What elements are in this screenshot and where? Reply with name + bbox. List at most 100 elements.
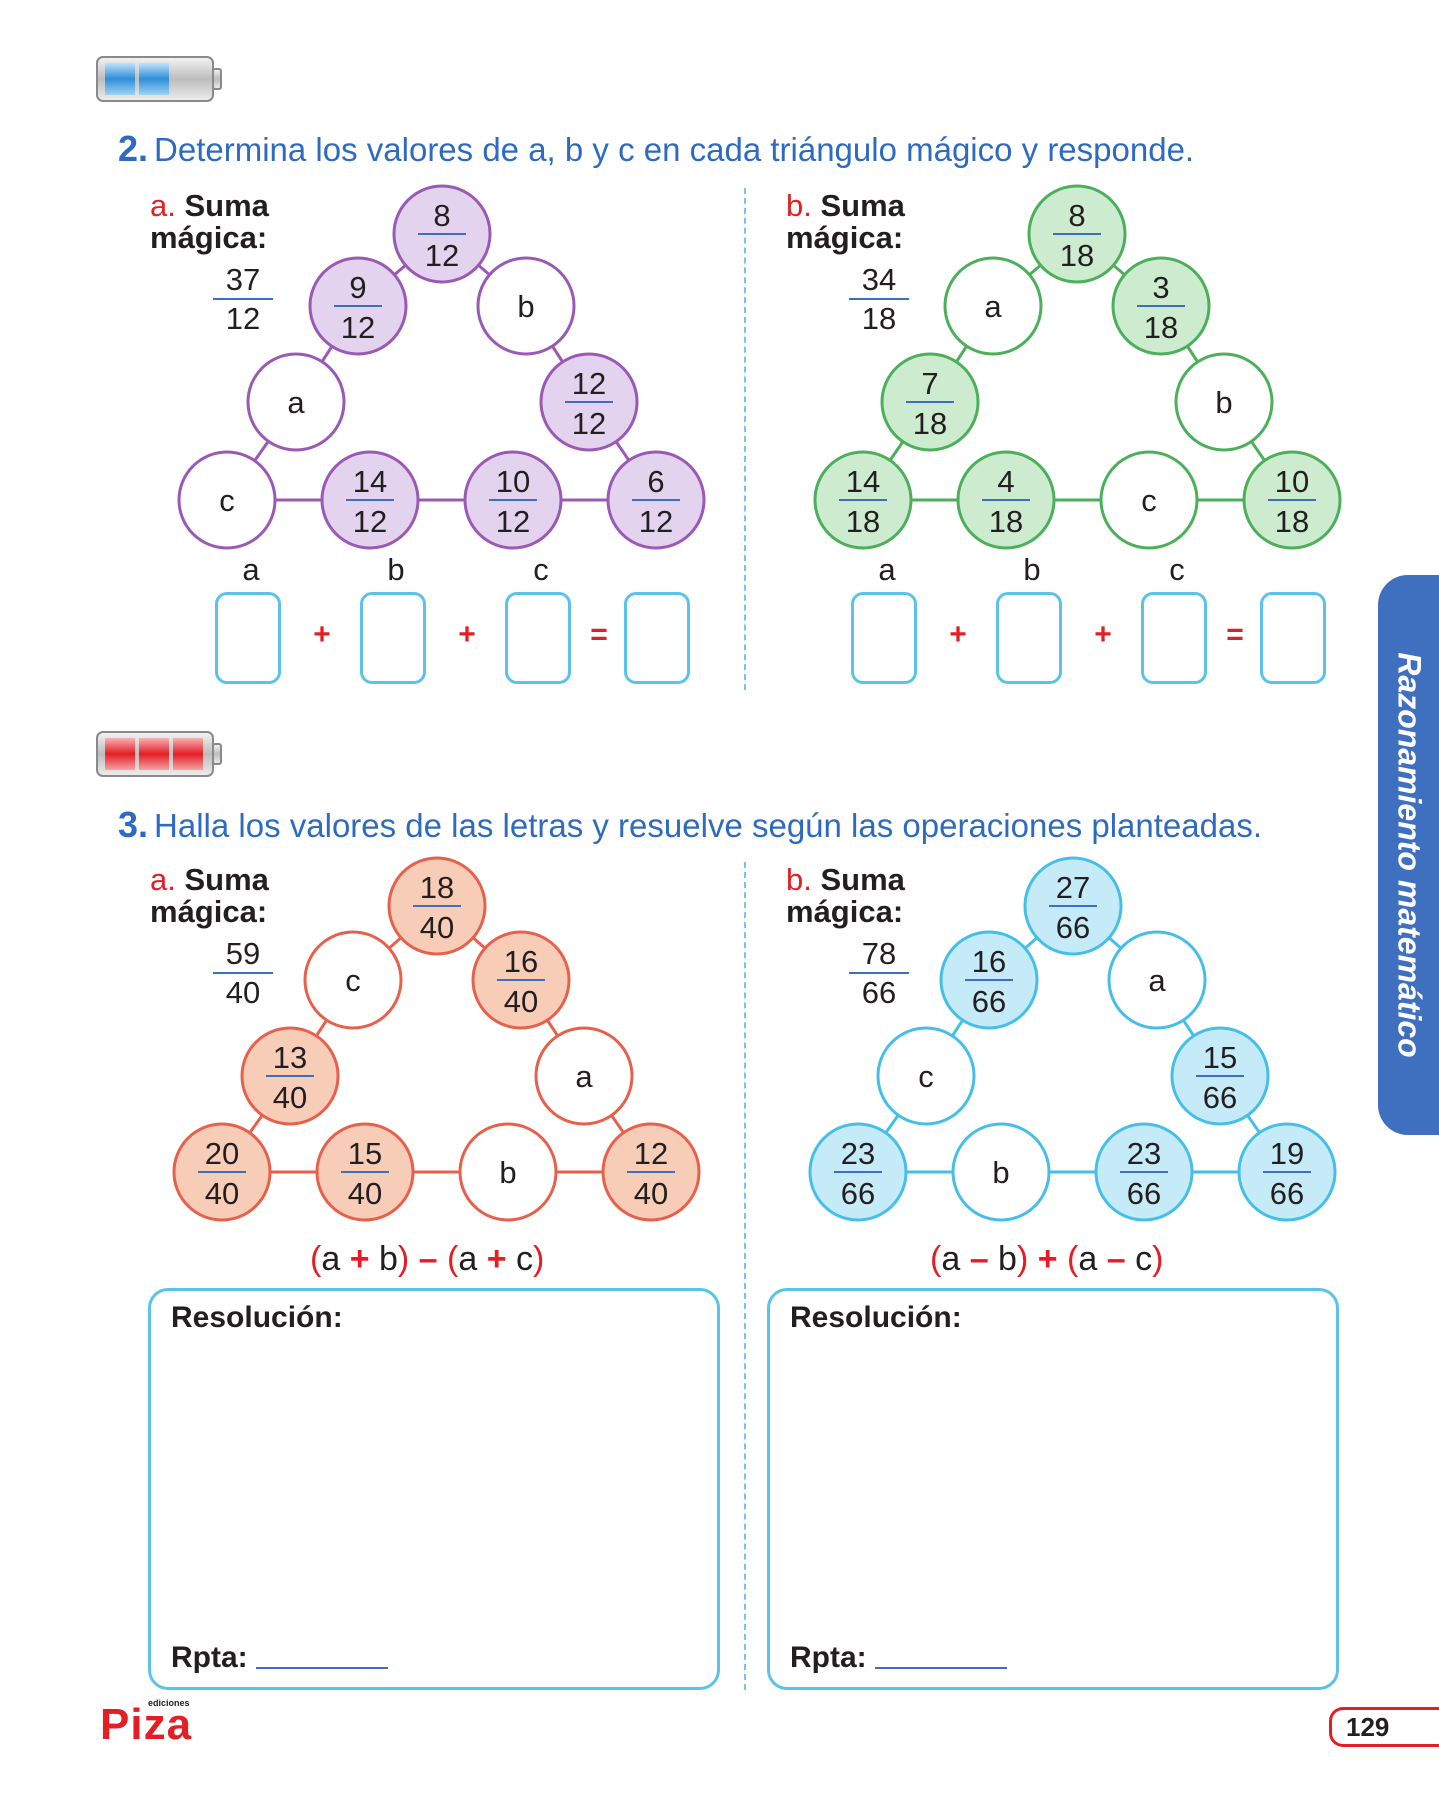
svg-text:66: 66 — [972, 984, 1006, 1019]
label-3a: a. Suma mágica: — [150, 862, 269, 929]
unknown-node-c: c — [303, 930, 403, 1030]
answer-box-c[interactable] — [505, 592, 571, 684]
expression-3a: (a + b) – (a + c) — [310, 1240, 545, 1278]
svg-text:20: 20 — [205, 1136, 239, 1171]
unknown-node-a: a — [943, 256, 1043, 356]
svg-text:12: 12 — [341, 310, 375, 345]
exercise-number: 2. — [118, 128, 149, 169]
svg-text:18: 18 — [1060, 238, 1094, 273]
svg-text:15: 15 — [1203, 1040, 1237, 1075]
svg-text:4: 4 — [997, 464, 1014, 499]
resolution-title: Resolución: — [171, 1301, 343, 1334]
svg-text:23: 23 — [841, 1136, 875, 1171]
section-side-tab: Razonamiento matemático — [1378, 575, 1439, 1135]
answer-head: b — [1023, 552, 1041, 587]
answer-label: Rpta: — [790, 1641, 867, 1674]
svg-text:40: 40 — [634, 1176, 668, 1211]
plus-sign: + — [458, 618, 476, 651]
resolution-box-3b[interactable]: Resolución: Rpta: — [767, 1288, 1339, 1690]
equals-sign: = — [590, 618, 608, 651]
expression-3b: (a – b) + (a – c) — [930, 1240, 1164, 1278]
svg-text:40: 40 — [205, 1176, 239, 1211]
answer-box-total[interactable] — [1260, 592, 1326, 684]
svg-text:18: 18 — [989, 504, 1023, 539]
answer-box-c[interactable] — [1141, 592, 1207, 684]
svg-text:18: 18 — [420, 870, 454, 905]
svg-text:66: 66 — [1056, 910, 1090, 945]
svg-text:c: c — [219, 483, 235, 518]
answer-label: Rpta: — [171, 1641, 248, 1674]
unknown-node-a: a — [1107, 930, 1207, 1030]
svg-text:b: b — [517, 289, 534, 324]
logo-text: Piza — [100, 1700, 193, 1749]
answer-head: b — [387, 552, 405, 587]
svg-text:c: c — [1141, 483, 1157, 518]
answer-head: a — [242, 552, 260, 587]
battery-level-2-icon — [96, 56, 222, 102]
svg-text:a: a — [1148, 963, 1166, 998]
svg-text:8: 8 — [433, 198, 450, 233]
svg-text:16: 16 — [972, 944, 1006, 979]
fraction-node: 818 — [1027, 184, 1127, 284]
svg-text:c: c — [345, 963, 361, 998]
svg-text:a: a — [984, 289, 1002, 324]
svg-text:c: c — [918, 1059, 934, 1094]
svg-text:19: 19 — [1270, 1136, 1304, 1171]
logo-subtext: ediciones — [148, 1698, 190, 1708]
unknown-node-c: c — [876, 1026, 976, 1126]
answer-box-total[interactable] — [624, 592, 690, 684]
plus-sign: + — [949, 618, 967, 651]
publisher-logo: Piza ediciones — [100, 1698, 193, 1750]
svg-text:40: 40 — [273, 1080, 307, 1115]
answer-box-b[interactable] — [360, 592, 426, 684]
unknown-node-a: a — [534, 1026, 634, 1126]
resolution-title: Resolución: — [790, 1301, 962, 1334]
svg-text:b: b — [992, 1155, 1009, 1190]
svg-text:15: 15 — [348, 1136, 382, 1171]
fraction-node: 318 — [1111, 256, 1211, 356]
svg-text:66: 66 — [1203, 1080, 1237, 1115]
answer-box-b[interactable] — [996, 592, 1062, 684]
svg-text:66: 66 — [1270, 1176, 1304, 1211]
svg-text:14: 14 — [846, 464, 880, 499]
svg-text:40: 40 — [420, 910, 454, 945]
fraction-node: 718 — [880, 352, 980, 452]
svg-text:12: 12 — [634, 1136, 668, 1171]
unknown-node-b: b — [951, 1122, 1051, 1222]
svg-text:18: 18 — [1275, 504, 1309, 539]
answer-line[interactable] — [256, 1667, 388, 1669]
svg-text:7: 7 — [921, 366, 938, 401]
answer-head: a — [878, 552, 896, 587]
unknown-node-b: b — [476, 256, 576, 356]
column-divider — [744, 188, 746, 690]
exercise-number: 3. — [118, 804, 149, 845]
svg-text:12: 12 — [496, 504, 530, 539]
equals-sign: = — [1226, 618, 1244, 651]
svg-text:40: 40 — [504, 984, 538, 1019]
svg-text:14: 14 — [353, 464, 387, 499]
svg-text:40: 40 — [348, 1176, 382, 1211]
svg-text:27: 27 — [1056, 870, 1090, 905]
answer-line[interactable] — [875, 1667, 1007, 1669]
answer-box-a[interactable] — [215, 592, 281, 684]
plus-sign: + — [313, 618, 331, 651]
resolution-box-3a[interactable]: Resolución: Rpta: — [148, 1288, 720, 1690]
fraction-node: 418 — [956, 450, 1056, 550]
answer-box-a[interactable] — [851, 592, 917, 684]
plus-sign: + — [1094, 618, 1112, 651]
fraction-node: 612 — [606, 450, 706, 550]
